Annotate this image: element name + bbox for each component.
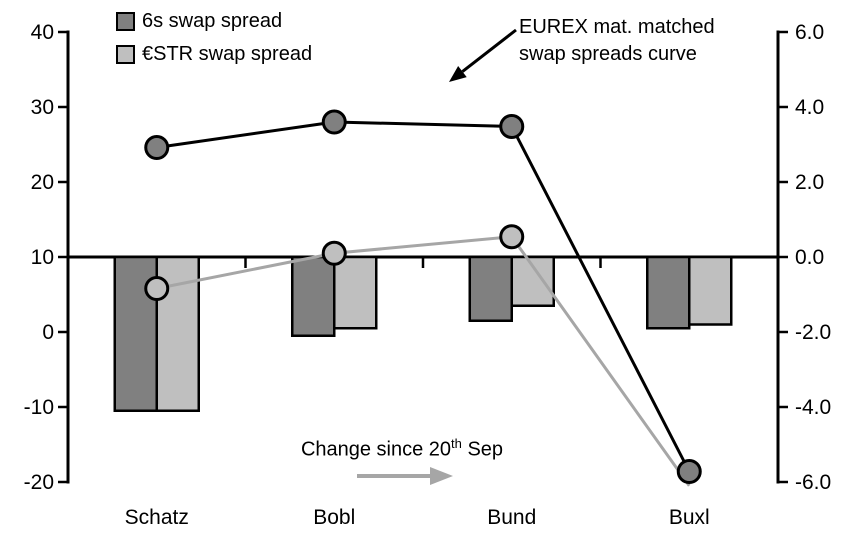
- category-label-buxl: Buxl: [669, 506, 710, 529]
- marker-6s-bund: [499, 114, 525, 139]
- right-axis-tick-label-6.0: 6.0: [795, 21, 824, 44]
- marker-6s-buxl: [676, 459, 702, 484]
- bar-6s-bund: [468, 255, 513, 322]
- change-annotation-text: Change since 20th Sep: [272, 436, 532, 462]
- right-axis-tick-label-4.0: 4.0: [795, 96, 824, 119]
- left-axis-tick-label-0: 0: [42, 321, 54, 344]
- curve-annotation-arrow-line: [461, 28, 517, 73]
- change-annotation-prefix: Change since 20: [300, 438, 452, 461]
- change-annotation-superscript: th: [451, 436, 462, 451]
- left-axis-tick-label--20: -20: [24, 471, 54, 494]
- legend: 6s swap spread €STR swap spread: [116, 9, 312, 67]
- change-annotation-suffix: Sep: [461, 438, 504, 461]
- legend-swatch-6s-icon: [116, 12, 135, 31]
- category-label-bobl: Bobl: [313, 506, 355, 529]
- bar-6s-bobl: [291, 255, 336, 337]
- bar-estr-bobl: [333, 255, 378, 330]
- left-axis-tick-label--10: -10: [24, 396, 54, 419]
- right-axis-tick-label-0.0: 0.0: [795, 246, 824, 269]
- right-axis-tick-label--4.0: -4.0: [795, 396, 831, 419]
- legend-label-estr: €STR swap spread: [142, 43, 313, 65]
- category-label-schatz: Schatz: [125, 506, 189, 529]
- bar-6s-buxl: [646, 255, 691, 330]
- left-axis-tick-label-30: 30: [31, 96, 54, 119]
- line-6s: [156, 120, 691, 473]
- marker-estr-schatz: [144, 276, 170, 301]
- bar-estr-bund: [510, 255, 555, 307]
- curve-annotation-arrow-head-icon: [449, 66, 467, 82]
- legend-label-6s: 6s swap spread: [142, 10, 283, 32]
- legend-item-6s: 6s swap spread: [116, 9, 312, 34]
- legend-swatch-estr-icon: [116, 45, 135, 64]
- marker-estr-bund: [499, 224, 525, 250]
- curve-annotation-line1: EUREX mat. matched: [519, 16, 715, 38]
- curve-annotation-line2: swap spreads curve: [519, 43, 697, 65]
- line-estr: [156, 235, 691, 487]
- marker-6s-bobl: [321, 109, 347, 135]
- marker-estr-bobl: [321, 240, 347, 266]
- legend-item-estr: €STR swap spread: [116, 42, 312, 67]
- category-label-bund: Bund: [487, 506, 536, 529]
- marker-6s-schatz: [144, 135, 170, 160]
- bar-estr-buxl: [688, 255, 733, 326]
- left-axis-tick-label-20: 20: [31, 171, 54, 194]
- change-annotation-arrow-head-icon: [430, 467, 453, 485]
- left-axis-tick-label-40: 40: [31, 21, 54, 44]
- curve-annotation-text: EUREX mat. matched swap spreads curve: [519, 14, 715, 68]
- right-axis-tick-label-2.0: 2.0: [795, 171, 824, 194]
- right-axis-tick-label--6.0: -6.0: [795, 471, 831, 494]
- left-axis-tick-label-10: 10: [31, 246, 54, 269]
- right-axis-tick-label--2.0: -2.0: [795, 321, 831, 344]
